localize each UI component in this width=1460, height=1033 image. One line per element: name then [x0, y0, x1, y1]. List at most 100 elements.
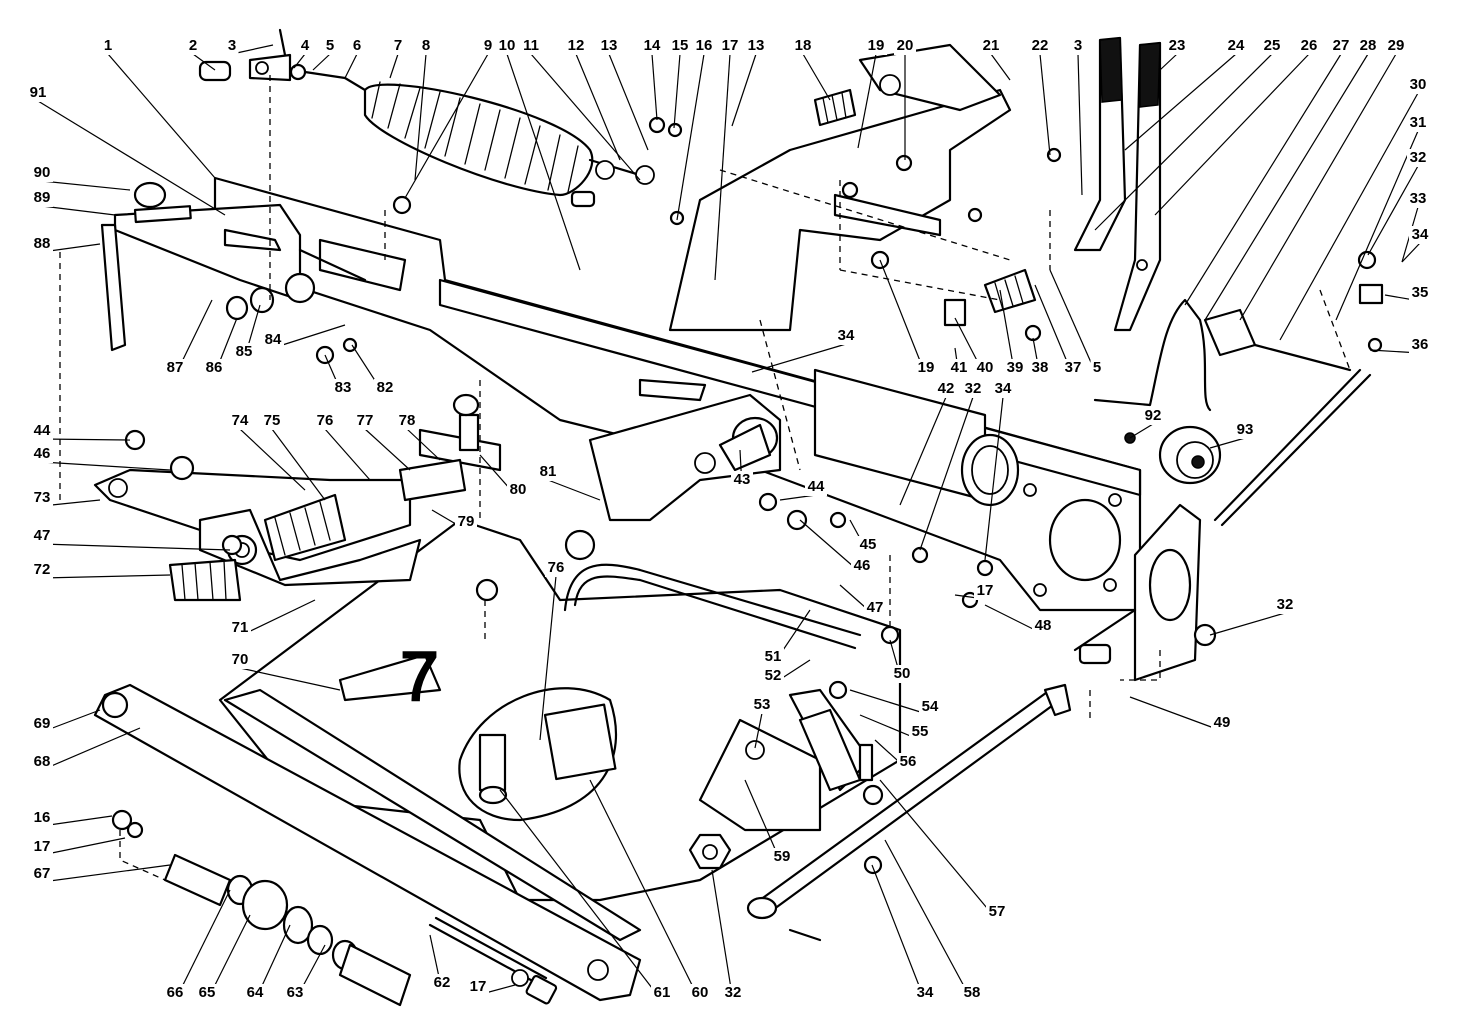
- callout-leader-line: [506, 53, 581, 271]
- part-callout: 59: [744, 779, 793, 866]
- callout-leader-line: [1039, 53, 1051, 156]
- callout-backing: [1004, 359, 1026, 377]
- callout-backing: [909, 723, 931, 741]
- callout-number: 83: [335, 379, 352, 396]
- callout-number: 17: [34, 838, 51, 855]
- callout-number: 29: [1388, 37, 1405, 54]
- part-callout: 47: [839, 584, 886, 617]
- callout-number: 8: [422, 37, 430, 54]
- callout-backing: [1409, 226, 1431, 244]
- callout-backing: [914, 984, 936, 1002]
- callout-backing: [298, 37, 312, 55]
- callout-backing: [974, 582, 996, 600]
- callout-backing: [851, 557, 873, 575]
- callout-leader-line: [802, 53, 831, 101]
- callout-leader-line: [499, 789, 663, 1002]
- callout-leader-line: [589, 779, 701, 1002]
- callout-leader-line: [1209, 612, 1286, 636]
- small-fasteners: [124, 116, 1384, 875]
- callout-leader-line: [1184, 53, 1342, 306]
- callout-number: 90: [34, 164, 51, 181]
- callout-number: 85: [236, 343, 253, 360]
- callout-number: 76: [548, 559, 565, 576]
- callout-backing: [31, 809, 53, 827]
- part-callout: 24: [1124, 37, 1247, 151]
- callout-leader-line: [754, 712, 763, 749]
- callout-leader-line: [879, 779, 998, 921]
- callout-backing: [229, 412, 251, 430]
- assembly-guide-lines: [59, 75, 1351, 881]
- part-callout: 58: [884, 839, 983, 1002]
- callout-backing: [1090, 359, 1104, 377]
- callout-leader-line: [389, 53, 399, 79]
- callout-number: 36: [1412, 336, 1429, 353]
- part-callout: 81: [537, 463, 601, 501]
- callout-backing: [545, 559, 567, 577]
- callout-backing: [196, 984, 218, 1002]
- callout-number: 57: [989, 903, 1006, 920]
- callout-number: 87: [167, 359, 184, 376]
- callout-number: 46: [854, 557, 871, 574]
- part-callout: 8: [414, 37, 433, 181]
- callout-number: 48: [1035, 617, 1052, 634]
- callout-number: 18: [795, 37, 812, 54]
- callout-leader-line: [984, 396, 1004, 561]
- part-callout: 75: [261, 412, 326, 501]
- part-callout: 17: [714, 37, 741, 281]
- part-callout: 61: [499, 789, 673, 1002]
- part-callout: 43: [731, 449, 753, 489]
- part-callout: 4: [293, 37, 312, 69]
- part-callout: 16: [31, 809, 113, 827]
- callout-backing: [962, 380, 984, 398]
- callout-backing: [919, 698, 941, 716]
- part-callout: 3: [225, 37, 274, 55]
- bottom-rail: [93, 683, 642, 1002]
- part-callout: 51: [762, 609, 811, 666]
- callout-backing: [1071, 37, 1085, 55]
- callout-number: 17: [977, 582, 994, 599]
- callout-leader-line: [272, 324, 346, 349]
- callout-number: 67: [34, 865, 51, 882]
- part-callout: 29: [1239, 37, 1407, 321]
- callout-backing: [244, 984, 266, 1002]
- callout-number: 60: [692, 984, 709, 1001]
- callout-leader-line: [271, 428, 326, 501]
- part-callout: 88: [31, 235, 101, 253]
- callout-number: 68: [34, 753, 51, 770]
- callout-backing: [891, 665, 913, 683]
- callout-number: 47: [34, 527, 51, 544]
- callout-number: 61: [654, 984, 671, 1001]
- callout-number: 32: [725, 984, 742, 1001]
- callout-number: 65: [199, 984, 216, 1001]
- callout-backing: [1029, 359, 1051, 377]
- callout-backing: [915, 359, 937, 377]
- part-callout: 14: [641, 37, 663, 121]
- callout-number: 40: [977, 359, 994, 376]
- bent-rod: [563, 563, 862, 650]
- callout-number: 3: [1074, 37, 1082, 54]
- callout-number: 62: [434, 974, 451, 991]
- callout-number: 24: [1228, 37, 1245, 54]
- clevis-assembly: [198, 28, 347, 82]
- lower-mount-bracket: [698, 718, 822, 832]
- callout-number: 91: [30, 84, 47, 101]
- callout-backing: [1407, 149, 1429, 167]
- callout-number: 2: [189, 37, 197, 54]
- part-callout: 85: [233, 304, 261, 361]
- callout-number: 49: [1214, 714, 1231, 731]
- callout-backing: [186, 37, 200, 55]
- callout-leader-line: [107, 53, 216, 179]
- callout-backing: [323, 37, 337, 55]
- part-callout: 26: [1154, 37, 1320, 216]
- callout-backing: [835, 327, 857, 345]
- callout-number: 55: [912, 723, 929, 740]
- callout-backing: [980, 37, 1002, 55]
- callout-leader-line: [41, 543, 231, 551]
- callout-backing: [164, 359, 186, 377]
- callout-leader-line: [1204, 53, 1369, 321]
- part-callout: 46: [31, 445, 171, 471]
- callout-leader-line: [293, 53, 306, 69]
- callout-leader-line: [673, 53, 681, 129]
- part-callout: 55: [859, 714, 931, 741]
